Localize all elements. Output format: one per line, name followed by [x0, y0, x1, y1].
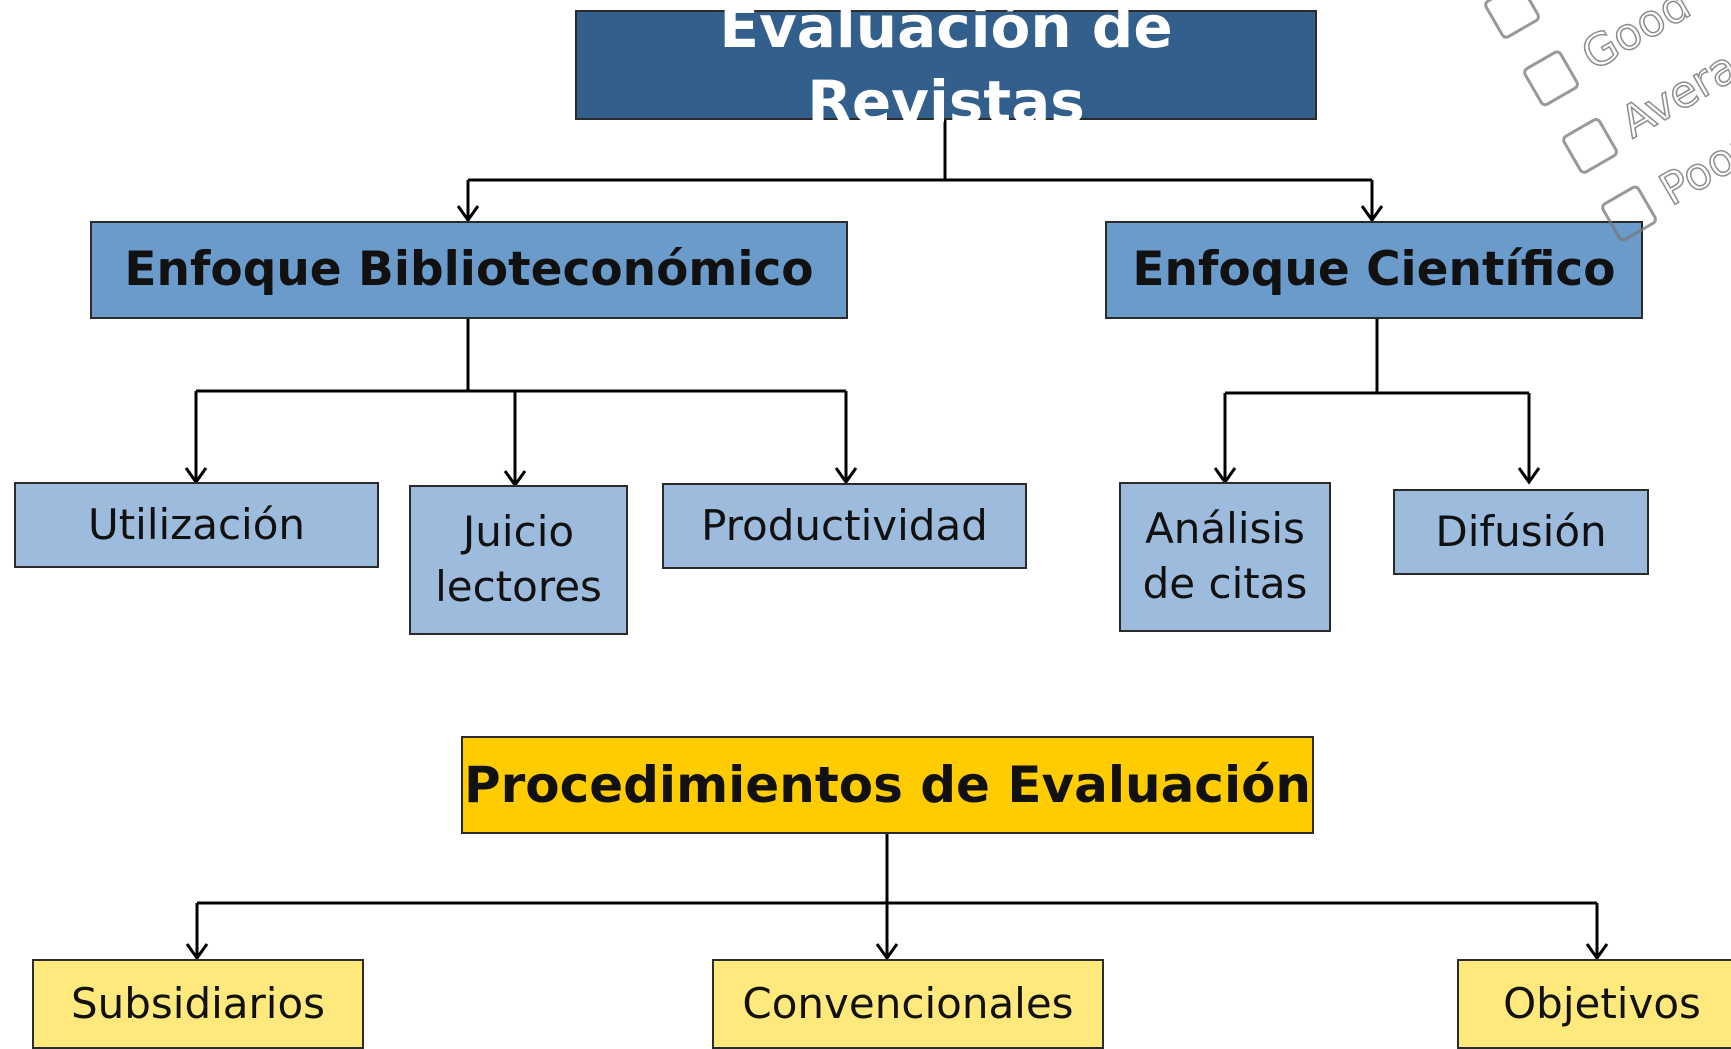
approach-node-cientifico: Enfoque Científico — [1105, 221, 1643, 319]
approach-node-biblioteconomico: Enfoque Biblioteconómico — [90, 221, 848, 319]
arrowhead-biblio — [456, 205, 480, 223]
procedures-node: Procedimientos de Evaluación — [461, 736, 1314, 834]
criterion-line-1: Juicio — [462, 507, 575, 557]
procedure-node-objetivos: Objetivos — [1457, 959, 1731, 1049]
criterion-node-juicio-lectores: Juicio lectores — [409, 485, 628, 635]
procedure-node-convencionales: Convencionales — [712, 959, 1104, 1049]
arrowhead-convencionales — [875, 943, 899, 961]
criterion-line-1: Productividad — [701, 500, 988, 550]
criterion-line-1: Análisis — [1145, 504, 1305, 554]
procedure-node-label: Convencionales — [742, 979, 1074, 1028]
arrowhead-productividad — [834, 467, 858, 485]
root-node-label: Evaluación de Revistas — [719, 0, 1173, 136]
checklist-option-label: Poor — [1650, 122, 1731, 216]
criterion-node-difusion: Difusión — [1393, 489, 1649, 575]
arrowhead-subsidiarios — [185, 943, 209, 961]
criterion-node-analisis-de-citas: Análisis de citas — [1119, 482, 1331, 632]
root-node: Evaluación de Revistas — [575, 0, 1317, 136]
procedure-node-label: Objetivos — [1503, 979, 1701, 1028]
arrowhead-cientifico — [1360, 205, 1384, 223]
criterion-node-utilizacion: Utilización — [14, 482, 379, 568]
criterion-line-1: Difusión — [1435, 506, 1607, 556]
procedure-node-subsidiarios: Subsidiarios — [32, 959, 364, 1049]
procedure-node-label: Subsidiarios — [70, 979, 326, 1028]
arrowhead-difusion — [1517, 467, 1541, 485]
approach-node-label: Enfoque Biblioteconómico — [124, 242, 814, 298]
approach-node-label: Enfoque Científico — [1132, 242, 1616, 298]
criterion-node-productividad: Productividad — [662, 483, 1027, 569]
procedures-node-label: Procedimientos de Evaluación — [463, 755, 1312, 814]
arrowhead-objetivos — [1585, 943, 1609, 961]
criterion-line-2: de citas — [1142, 559, 1308, 608]
criterion-line-1: Utilización — [87, 499, 306, 549]
criterion-line-2: lectores — [435, 562, 602, 611]
